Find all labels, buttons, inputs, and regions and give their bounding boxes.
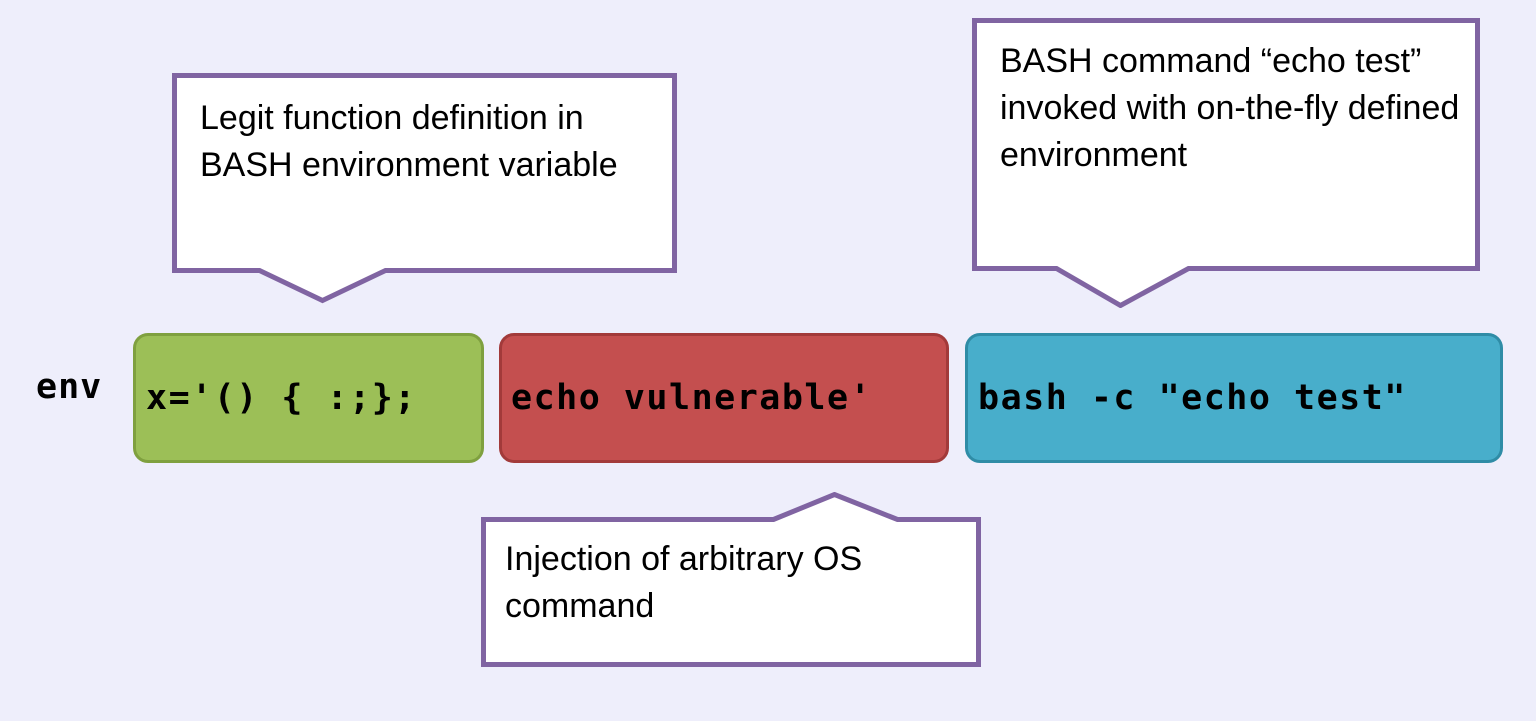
callout-legit-shape (172, 73, 677, 304)
callout-legit-text: Legit function definition in BASH enviro… (200, 99, 618, 184)
command-prefix-env: env (36, 367, 103, 407)
command-segment-injected-command-text: echo vulnerable' (511, 377, 873, 418)
command-segment-bash-invocation-text: bash -c "echo test" (978, 377, 1407, 418)
command-segment-bash-invocation: bash -c "echo test" (965, 333, 1503, 463)
callout-injection-text: Injection of arbitrary OS command (505, 540, 863, 625)
callout-bash-text: BASH command “echo test” invoked with on… (1000, 42, 1460, 174)
command-segment-injected-command: echo vulnerable' (499, 333, 949, 463)
callout-injection-shape (481, 492, 981, 667)
callout-bash-invocation: BASH command “echo test” invoked with on… (972, 18, 1480, 308)
callout-bash-shape (972, 18, 1480, 308)
command-segment-env-assignment: x='() { :;}; (133, 333, 484, 463)
command-segment-env-assignment-text: x='() { :;}; (146, 377, 417, 418)
callout-command-injection: Injection of arbitrary OS command (481, 492, 981, 667)
callout-legit-function-definition: Legit function definition in BASH enviro… (172, 73, 677, 305)
